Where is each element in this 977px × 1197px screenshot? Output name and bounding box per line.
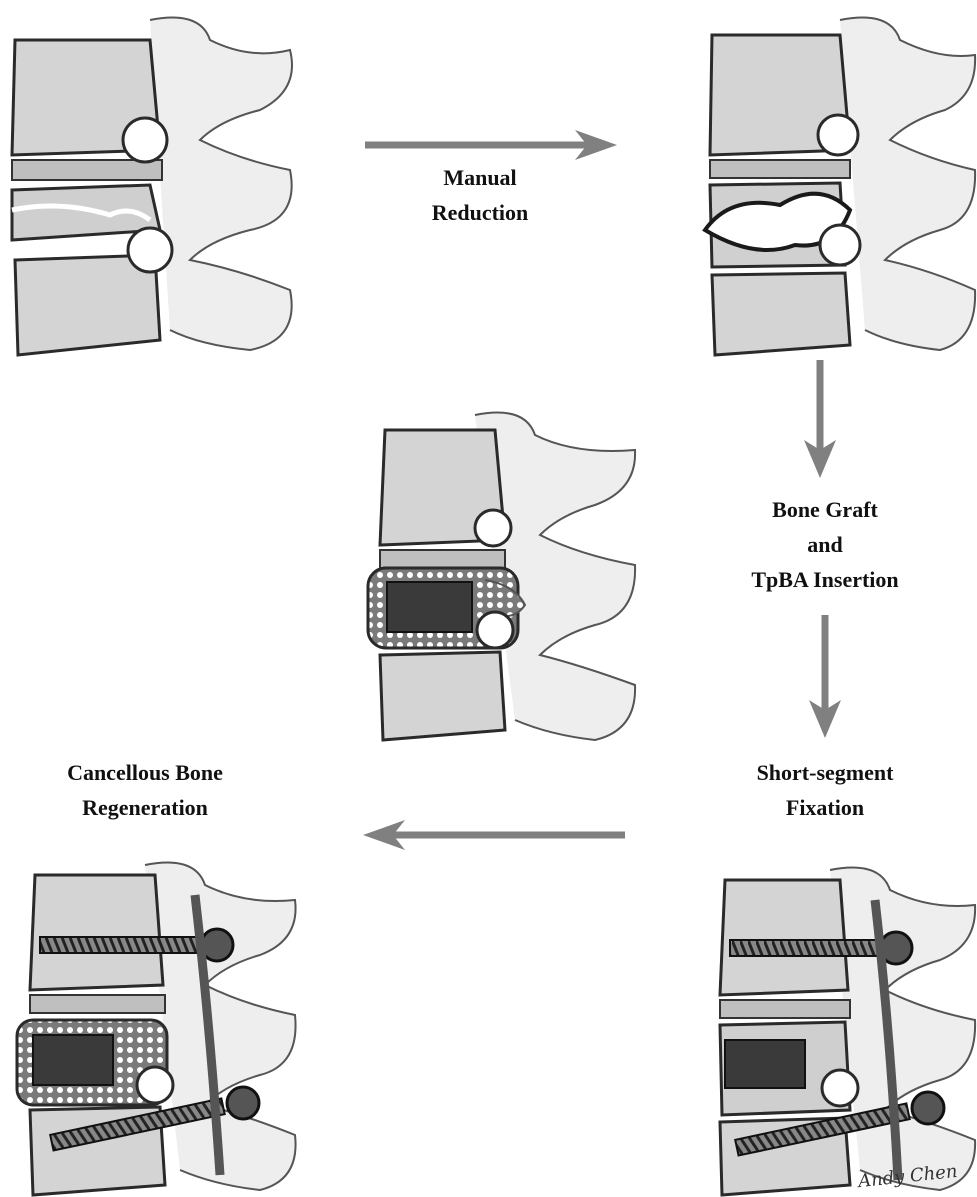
arrow-down-icon <box>805 615 845 745</box>
reduced-spine-illustration <box>700 5 977 360</box>
arrow-down-icon <box>800 360 840 485</box>
cancellous-bone-label: Cancellous Bone Regeneration <box>30 755 260 825</box>
short-segment-label: Short-segment Fixation <box>720 755 930 825</box>
fractured-spine-illustration <box>0 0 310 360</box>
manual-reduction-label: Manual Reduction <box>390 160 570 230</box>
regenerated-spine-illustration <box>5 855 305 1197</box>
bone-graft-label: Bone Graft and TpBA Insertion <box>720 492 930 598</box>
arrow-left-icon <box>360 818 625 857</box>
bone-graft-spine-illustration <box>365 400 640 745</box>
fixation-spine-illustration <box>700 860 977 1197</box>
